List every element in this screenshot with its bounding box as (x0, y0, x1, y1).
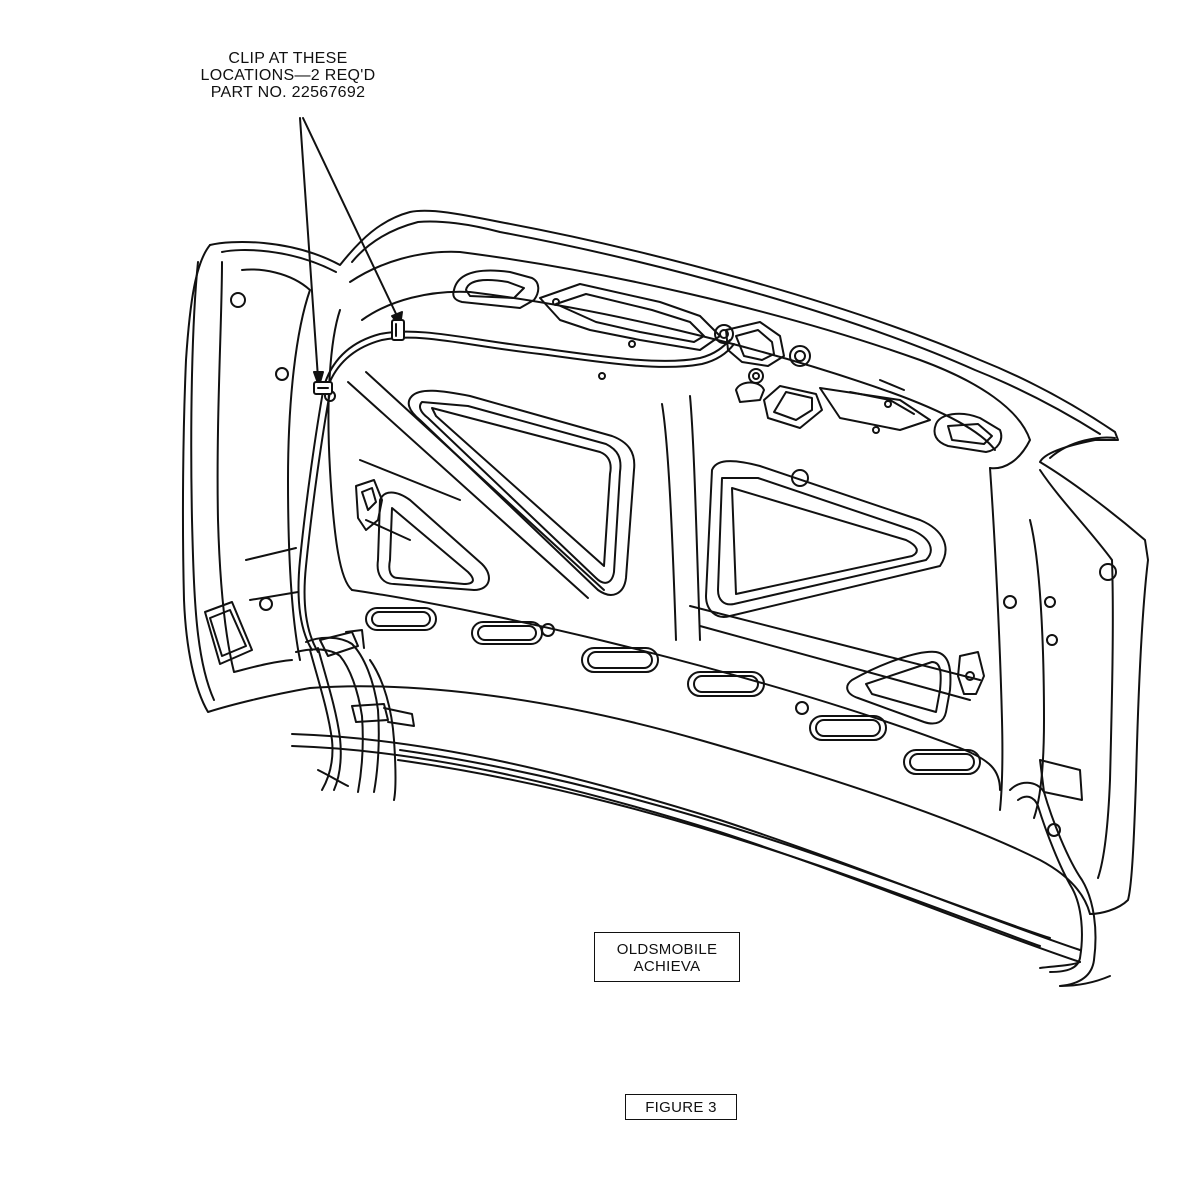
rear-body-lines (291, 733, 1081, 963)
clip-callout: CLIP AT THESE LOCATIONS—2 REQ'D PART NO.… (178, 50, 398, 101)
cable-clip-lower (313, 381, 333, 395)
figure-label-text: FIGURE 3 (645, 1098, 717, 1116)
callout-line-1: CLIP AT THESE (228, 50, 348, 67)
wiring-harness (295, 629, 415, 801)
model-label-model: ACHIEVA (633, 958, 701, 975)
figure-label: FIGURE 3 (625, 1094, 737, 1120)
stiffener-triangle-left (376, 491, 490, 591)
stiffener-triangle-right (846, 650, 952, 725)
stiffener-triangle-center-right (705, 460, 947, 618)
inner-panel-rim (327, 250, 1031, 811)
lower-rail-slots (324, 390, 1017, 775)
callout-line-2: LOCATIONS—2 REQ'D (200, 67, 376, 84)
latch-assembly (714, 321, 931, 434)
release-cable (297, 330, 735, 653)
stiffener-triangle-center-left (407, 389, 636, 596)
right-harness (1009, 781, 1111, 987)
cable-clip-upper (391, 319, 405, 341)
left-hinge-channel (204, 261, 311, 673)
callout-line-3: PART NO. 22567692 (210, 84, 366, 101)
model-label-make: OLDSMOBILE (616, 941, 718, 958)
diagonal-ribs (347, 371, 981, 701)
right-bumper-bracket (957, 651, 985, 695)
right-hinge-channel (1029, 436, 1117, 879)
left-bumper-bracket (355, 479, 383, 531)
upper-pockets (452, 269, 1003, 453)
model-label-box: OLDSMOBILE ACHIEVA (594, 932, 740, 982)
trunk-lid-outline (181, 209, 1149, 915)
